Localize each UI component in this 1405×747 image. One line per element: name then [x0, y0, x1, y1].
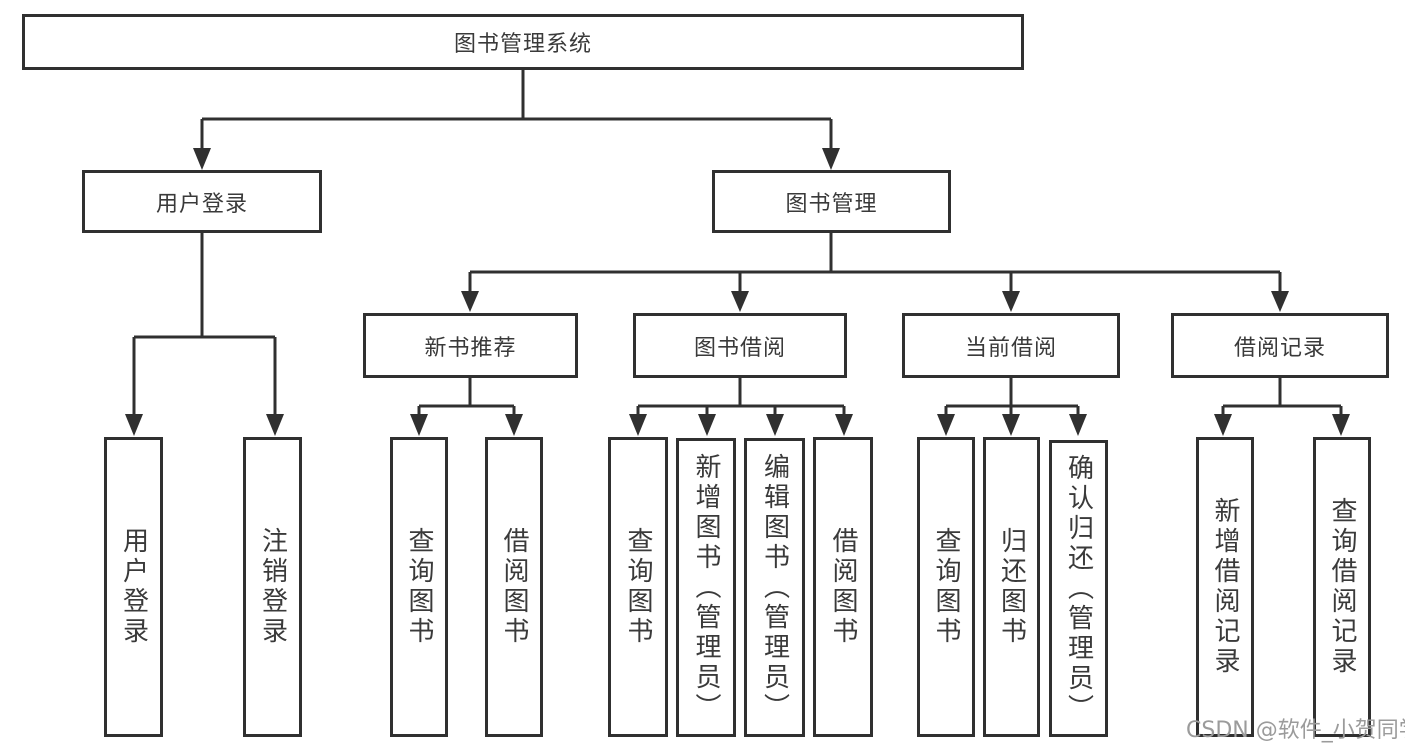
node-br-query-record-label: 查询借阅记录: [1327, 497, 1357, 677]
connector-borrowing-records-split: [1214, 378, 1350, 436]
node-user-login-label: 用户登录: [155, 191, 248, 217]
node-cb-confirm-return-label: 确认归还（管理员）: [1063, 453, 1094, 724]
node-cb-confirm-return: 确认归还（管理员）: [1049, 440, 1108, 737]
node-logout-label: 注销登录: [257, 527, 288, 647]
node-current-borrowing-label: 当前借阅: [964, 335, 1057, 361]
node-cb-query-books-label: 查询图书: [931, 527, 961, 647]
node-br-add-record: 新增借阅记录: [1196, 437, 1254, 737]
node-root-label: 图书管理系统: [453, 32, 592, 57]
node-br-add-record-label: 新增借阅记录: [1210, 497, 1240, 677]
node-cb-return-books-label: 归还图书: [996, 527, 1027, 647]
node-bb-borrow-books: 借阅图书: [813, 437, 873, 737]
node-new-book-recommend-label: 新书推荐: [424, 335, 517, 361]
connector-book-borrowing-split: [629, 378, 853, 436]
connector-new-book-split: [410, 378, 523, 436]
node-nb-borrow-books: 借阅图书: [485, 437, 543, 737]
node-book-borrowing-label: 图书借阅: [693, 335, 786, 361]
node-login: 用户登录: [104, 437, 163, 737]
connector-root-split: [193, 69, 840, 170]
connector-user-login-split: [125, 233, 284, 436]
node-new-book-recommend: 新书推荐: [363, 313, 578, 378]
node-login-label: 用户登录: [118, 527, 149, 647]
node-cb-return-books: 归还图书: [983, 437, 1040, 737]
node-br-query-record: 查询借阅记录: [1313, 437, 1371, 737]
node-bb-add-books-label: 新增图书（管理员）: [691, 452, 721, 723]
node-bb-borrow-books-label: 借阅图书: [828, 527, 858, 647]
node-bb-query-books-label: 查询图书: [623, 527, 653, 647]
node-logout: 注销登录: [243, 437, 302, 737]
node-book-borrowing: 图书借阅: [633, 313, 847, 378]
connector-book-management-split: [461, 233, 1289, 312]
node-borrowing-records-label: 借阅记录: [1233, 335, 1326, 361]
node-bb-query-books: 查询图书: [608, 437, 668, 737]
node-nb-borrow-books-label: 借阅图书: [499, 527, 529, 647]
node-book-management: 图书管理: [712, 170, 951, 233]
csdn-watermark: CSDN @软件_小贺同学: [1186, 718, 1405, 743]
node-cb-query-books: 查询图书: [917, 437, 975, 737]
node-bb-add-books: 新增图书（管理员）: [676, 438, 736, 737]
node-user-login: 用户登录: [82, 170, 322, 233]
node-nb-query-books-label: 查询图书: [404, 527, 434, 647]
connector-current-borrowing-split: [937, 378, 1087, 436]
node-borrowing-records: 借阅记录: [1171, 313, 1389, 378]
node-book-management-label: 图书管理: [785, 191, 878, 217]
node-nb-query-books: 查询图书: [390, 437, 448, 737]
node-root: 图书管理系统: [22, 14, 1024, 70]
node-current-borrowing: 当前借阅: [902, 313, 1120, 378]
node-bb-edit-books: 编辑图书（管理员）: [744, 438, 805, 737]
node-bb-edit-books-label: 编辑图书（管理员）: [759, 452, 790, 723]
